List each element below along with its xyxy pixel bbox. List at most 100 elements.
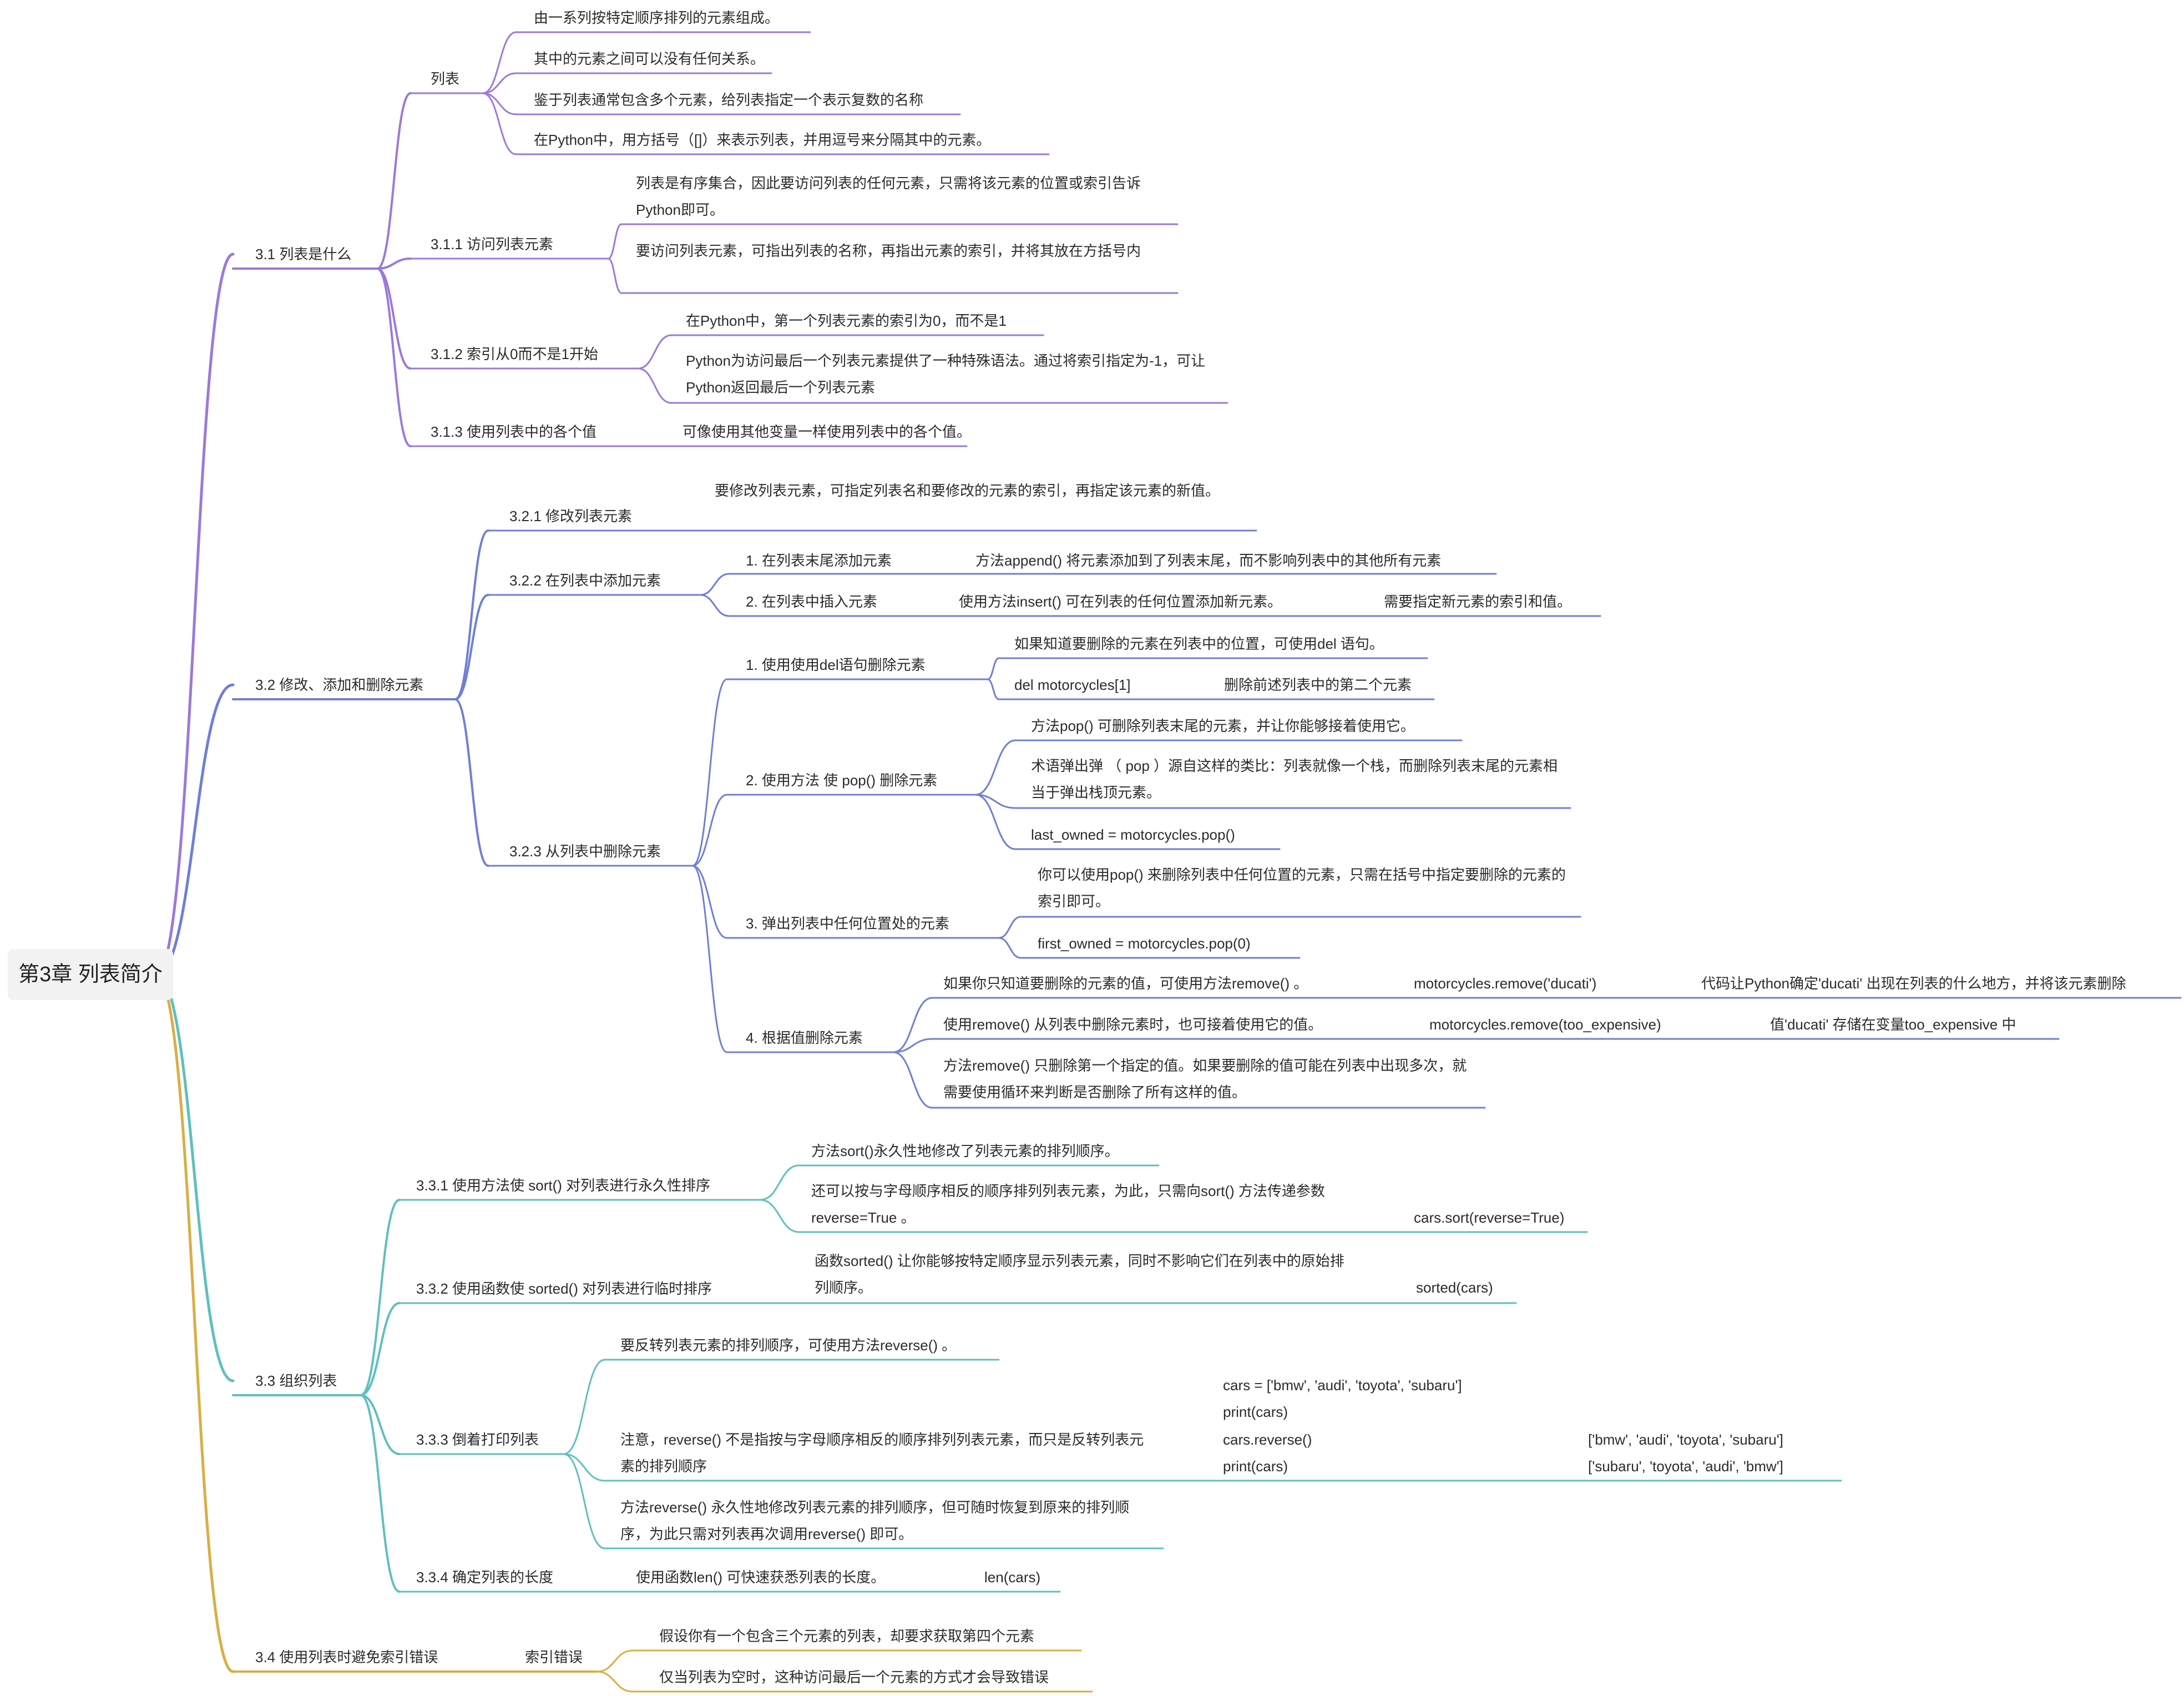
leaf-del-code[interactable]: del motorcycles[1] (1014, 677, 1131, 693)
node-3-1[interactable]: 3.1 列表是什么 (255, 246, 352, 263)
connector (360, 1394, 401, 1593)
leaf-sorted-code[interactable]: sorted(cars) (1416, 1279, 1493, 1296)
node-3-1-3[interactable]: 3.1.3 使用列表中的各个值 (431, 423, 597, 440)
node-3-3[interactable]: 3.3 组织列表 (255, 1372, 337, 1389)
connector (360, 1394, 401, 1455)
leaf-reverse-3[interactable]: 方法reverse() 永久性地修改列表元素的排列顺序，但可随时恢复到原来的排列… (620, 1499, 1130, 1542)
output-line-2[interactable]: ['subaru', 'toyota', 'audi', 'bmw'] (1588, 1458, 1783, 1475)
connector (691, 865, 728, 939)
code-line-4[interactable]: print(cars) (1223, 1458, 1288, 1475)
node-3-1-1[interactable]: 3.1.1 访问列表元素 (431, 236, 554, 253)
link-list-item (482, 92, 517, 115)
leaf-sort-2[interactable]: 还可以按与字母顺序相反的顺序排列列表元素，为此，只需向sort() 方法传递参数… (811, 1183, 1325, 1226)
leaf-remove-2[interactable]: 使用remove() 从列表中删除元素时，也可接着使用它的值。 (943, 1016, 1323, 1033)
connector (974, 794, 1017, 850)
leaf-remove-2-code[interactable]: motorcycles.remove(too_expensive) (1429, 1016, 1661, 1033)
leaf-list-3[interactable]: 鉴于列表通常包含多个元素，给列表指定一个表示复数的名称 (534, 92, 924, 108)
leaf-reverse-1[interactable]: 要反转列表元素的排列顺序，可使用方法reverse() 。 (620, 1337, 957, 1354)
node-pop[interactable]: 2. 使用方法 使 pop() 删除元素 (746, 772, 938, 789)
connector (892, 1051, 933, 1109)
connector (699, 594, 730, 617)
leaf-reverse-2[interactable]: 注意，reverse() 不是指按与字母顺序相反的顺序排列列表元素，而只是反转列… (620, 1431, 1144, 1475)
link-3-1-3 (376, 267, 412, 447)
leaf-remove-1[interactable]: 如果你只知道要删除的元素的值，可使用方法remove() 。 (943, 975, 1308, 992)
node-append[interactable]: 1. 在列表末尾添加元素 (746, 552, 892, 569)
node-3-2-2[interactable]: 3.2.2 在列表中添加元素 (509, 572, 661, 589)
leaf-remove-1-note[interactable]: 代码让Python确定'ducati' 出现在列表的什么地方，并将该元素删除 (1701, 975, 2126, 992)
connector (759, 1199, 800, 1233)
connector (987, 678, 1000, 700)
connector (637, 367, 673, 404)
node-list[interactable]: 列表 (431, 70, 460, 87)
node-3-3-1[interactable]: 3.3.1 使用方法使 sort() 对列表进行永久性排序 (416, 1177, 711, 1194)
leaf-pop-2[interactable]: 术语弹出弹 （ pop ）源自这样的类比：列表就像一个栈，而删除列表末尾的元素相… (1031, 758, 1558, 801)
node-3-3-3[interactable]: 3.3.3 倒着打印列表 (416, 1431, 539, 1448)
leaf-remove-3[interactable]: 方法remove() 只删除第一个指定的值。如果要删除的值可能在列表中出现多次，… (943, 1057, 1467, 1101)
node-3-4[interactable]: 3.4 使用列表时避免索引错误 (255, 1649, 438, 1665)
leaf-sorted[interactable]: 函数sorted() 让你能够按特定顺序显示列表元素，同时不影响它们在列表中的原… (815, 1253, 1344, 1296)
connector (691, 678, 728, 867)
leaf-remove-1-code[interactable]: motorcycles.remove('ducati') (1414, 975, 1597, 992)
leaf-3-1-1-a[interactable]: 列表是有序集合，因此要访问列表的任何元素，只需将该元素的位置或索引告诉Pytho… (636, 175, 1141, 218)
leaf-del-note[interactable]: 删除前述列表中的第二个元素 (1224, 677, 1412, 693)
connector (596, 1670, 634, 1693)
connector (607, 258, 623, 294)
leaf-pop-1[interactable]: 方法pop() 可删除列表末尾的元素，并让你能够接着使用它。 (1031, 718, 1415, 734)
leaf-pop-3[interactable]: last_owned = motorcycles.pop() (1031, 826, 1235, 843)
leaf-3-2-1-a[interactable]: 要修改列表元素，可指定列表名和要修改的元素的索引，再指定该元素的新值。 (715, 482, 1220, 499)
node-3-3-2[interactable]: 3.3.2 使用函数使 sorted() 对列表进行临时排序 (416, 1280, 712, 1297)
leaf-list-4[interactable]: 在Python中，用方括号（[]）来表示列表，并用逗号来分隔其中的元素。 (534, 132, 991, 148)
node-3-3-4[interactable]: 3.3.4 确定列表的长度 (416, 1569, 554, 1586)
link-root-3-1 (155, 253, 235, 976)
connector (607, 223, 623, 260)
connector (637, 334, 673, 370)
connector (596, 1649, 634, 1673)
connector (691, 794, 728, 867)
connector (454, 594, 489, 700)
leaf-append[interactable]: 方法append() 将元素添加到了列表末尾，而不影响列表中的其他所有元素 (975, 552, 1442, 569)
leaf-sort-1[interactable]: 方法sort()永久性地修改了列表元素的排列顺序。 (811, 1143, 1119, 1159)
node-3-2[interactable]: 3.2 修改、添加和删除元素 (255, 677, 424, 693)
leaf-sort-code[interactable]: cars.sort(reverse=True) (1414, 1209, 1565, 1226)
link-root-3-4 (155, 973, 235, 1673)
connector (691, 865, 728, 1053)
node-insert[interactable]: 2. 在列表中插入元素 (746, 593, 877, 610)
node-remove[interactable]: 4. 根据值删除元素 (746, 1029, 863, 1046)
node-3-2-1[interactable]: 3.2.1 修改列表元素 (509, 508, 633, 524)
node-del[interactable]: 1. 使用使用del语句删除元素 (746, 657, 926, 673)
root-node[interactable]: 第3章 列表简介 (8, 949, 173, 1000)
node-3-2-3[interactable]: 3.2.3 从列表中删除元素 (509, 843, 661, 860)
code-line-3[interactable]: cars.reverse() (1223, 1431, 1312, 1448)
leaf-len-code[interactable]: len(cars) (984, 1569, 1041, 1586)
leaf-len[interactable]: 使用函数len() 可快速获悉列表的长度。 (636, 1569, 886, 1586)
connector (998, 916, 1022, 939)
code-line-2[interactable]: print(cars) (1223, 1404, 1288, 1420)
connector (454, 529, 489, 700)
connector (563, 1453, 606, 1482)
output-line-1[interactable]: ['bmw', 'audi', 'toyota', 'subaru'] (1588, 1431, 1783, 1448)
leaf-pop-index-2[interactable]: first_owned = motorcycles.pop(0) (1038, 935, 1251, 952)
leaf-3-1-3-a[interactable]: 可像使用其他变量一样使用列表中的各个值。 (683, 423, 972, 440)
node-3-1-2[interactable]: 3.1.2 索引从0而不是1开始 (431, 346, 598, 362)
connector (987, 657, 1000, 680)
leaf-index-error-1[interactable]: 假设你有一个包含三个元素的列表，却要求获取第四个元素 (659, 1628, 1035, 1644)
connector (699, 573, 730, 596)
leaf-3-1-2-b[interactable]: Python为访问最后一个列表元素提供了一种特殊语法。通过将索引指定为-1，可让… (686, 352, 1206, 396)
leaf-pop-index-1[interactable]: 你可以使用pop() 来删除列表中任何位置的元素，只需在括号中指定要删除的元素的… (1038, 866, 1566, 910)
leaf-3-1-1-b[interactable]: 要访问列表元素，可指出列表的名称，再指出元素的索引，并将其放在方括号内 (636, 243, 1141, 259)
connector (998, 937, 1022, 959)
leaf-remove-2-note[interactable]: 值'ducati' 存储在变量too_expensive 中 (1770, 1016, 2016, 1033)
connector (759, 1164, 800, 1201)
leaf-insert[interactable]: 使用方法insert() 可在列表的任何位置添加新元素。 (959, 593, 1282, 610)
code-line-1[interactable]: cars = ['bmw', 'audi', 'toyota', 'subaru… (1223, 1377, 1462, 1394)
leaf-3-1-2-a[interactable]: 在Python中，第一个列表元素的索引为0，而不是1 (686, 312, 1007, 329)
leaf-list-1[interactable]: 由一系列按特定顺序排列的元素组成。 (534, 9, 780, 26)
leaf-insert-note[interactable]: 需要指定新元素的索引和值。 (1384, 593, 1572, 610)
leaf-del-1[interactable]: 如果知道要删除的元素在列表中的位置，可使用del 语句。 (1014, 635, 1384, 652)
leaf-index-error-2[interactable]: 仅当列表为空时，这种访问最后一个元素的方式才会导致错误 (659, 1669, 1049, 1685)
node-index-error[interactable]: 索引错误 (525, 1649, 583, 1665)
leaf-list-2[interactable]: 其中的元素之间可以没有任何关系。 (534, 51, 765, 67)
node-pop-index[interactable]: 3. 弹出列表中任何位置处的元素 (746, 915, 949, 932)
